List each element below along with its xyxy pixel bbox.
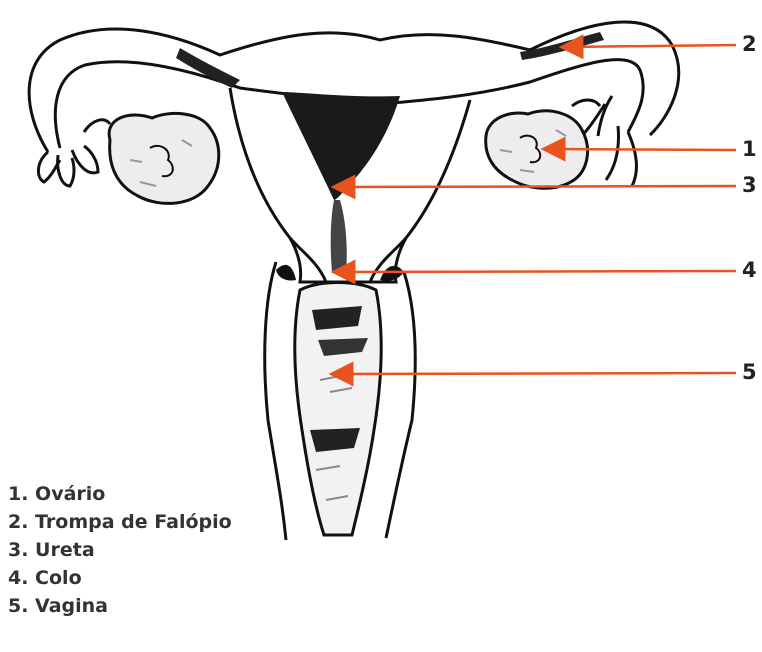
callout-number-2: 2	[742, 32, 757, 56]
tube-shading-left	[176, 48, 240, 88]
legend-item-cervix: 4. Colo	[8, 564, 232, 592]
fimbriae-left	[38, 120, 110, 186]
vagina-outer-right	[386, 272, 415, 538]
cervix-fornix-right	[380, 266, 404, 281]
cervix-fornix-left	[276, 265, 296, 281]
callout-number-3: 3	[742, 173, 757, 197]
callout-number-4: 4	[742, 258, 757, 282]
uterus	[230, 88, 470, 282]
legend-item-vagina: 5. Vagina	[8, 592, 232, 620]
cervical-canal	[331, 200, 347, 272]
uterine-cavity	[282, 92, 400, 200]
legend-item-urethra: 3. Ureta	[8, 536, 232, 564]
legend: 1. Ovário 2. Trompa de Falópio 3. Ureta …	[8, 480, 232, 620]
vagina	[265, 262, 416, 540]
callout-number-1: 1	[742, 137, 757, 161]
cervix-outline-left	[290, 238, 326, 282]
ovary-left	[109, 113, 219, 203]
arrow-2	[566, 45, 736, 47]
arrow-5	[336, 373, 736, 374]
vagina-outer-left	[265, 262, 286, 540]
arrow-1	[548, 149, 736, 150]
arrow-4	[338, 271, 736, 272]
callout-number-5: 5	[742, 360, 757, 384]
arrow-3	[338, 186, 736, 187]
legend-item-ovary: 1. Ovário	[8, 480, 232, 508]
legend-item-fallopian-tube: 2. Trompa de Falópio	[8, 508, 232, 536]
